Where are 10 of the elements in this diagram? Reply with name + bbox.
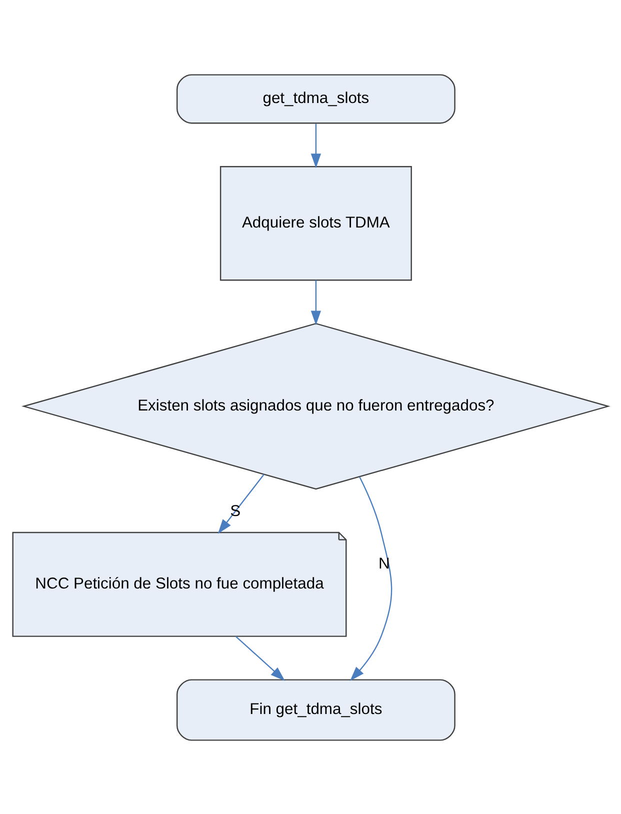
node-diamond: Existen slots asignados que no fueron entregados? xyxy=(22,322,610,490)
arrow xyxy=(350,476,392,680)
arrow xyxy=(235,635,285,680)
arrow xyxy=(310,280,322,325)
node-box: get_tdma_slots xyxy=(176,74,456,124)
node-box: Fin get_tdma_slots xyxy=(176,678,456,740)
arrow xyxy=(310,123,322,168)
arrow xyxy=(218,474,264,534)
node-box: Adquiere slots TDMA xyxy=(220,166,412,280)
edge-label: N xyxy=(378,555,390,572)
